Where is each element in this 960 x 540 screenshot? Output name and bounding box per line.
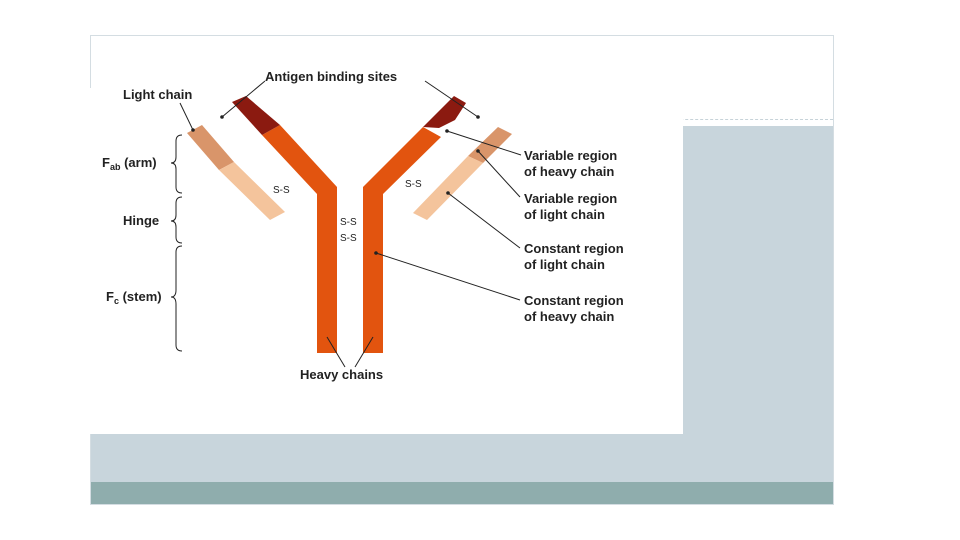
- dot-variable-heavy: [445, 129, 449, 133]
- label-light-chain: Light chain: [123, 87, 192, 102]
- heavy-variable-left: [232, 96, 280, 135]
- leader-constant-light: [447, 192, 521, 249]
- region-braces: [170, 134, 183, 352]
- label-variable-heavy-2: of heavy chain: [524, 164, 614, 179]
- dot-light-chain: [191, 128, 195, 132]
- disulfide-hinge-1: S-S: [340, 217, 357, 228]
- label-constant-heavy-2: of heavy chain: [524, 309, 614, 324]
- label-antigen-binding-sites: Antigen binding sites: [265, 69, 397, 84]
- dot-antigen-left: [220, 115, 224, 119]
- leader-heavy-left: [326, 336, 346, 368]
- label-fab: Fab (arm): [102, 155, 157, 172]
- leader-variable-light: [477, 150, 521, 198]
- leader-constant-heavy: [375, 252, 521, 301]
- footer-band: [91, 482, 833, 504]
- dot-antigen-right: [476, 115, 480, 119]
- leader-antigen-left: [221, 80, 266, 118]
- antibody-diagram: S-S S-S S-S S-S: [102, 69, 624, 382]
- heavy-chain-right-stem: [363, 201, 383, 353]
- leader-variable-heavy: [446, 130, 522, 156]
- light-constant-left: [219, 162, 285, 220]
- leader-antigen-right: [424, 80, 479, 118]
- brace-fc: [170, 245, 183, 352]
- light-constant-right: [413, 156, 483, 220]
- disulfide-left: S-S: [273, 185, 290, 196]
- brace-hinge: [170, 196, 183, 244]
- figure-panel: S-S S-S S-S S-S: [78, 69, 683, 434]
- label-constant-light-2: of light chain: [524, 257, 605, 272]
- heavy-chain-left-arm: [262, 125, 337, 205]
- label-variable-light-1: Variable region: [524, 191, 617, 206]
- leader-lines: [179, 80, 522, 368]
- label-hinge: Hinge: [123, 213, 159, 228]
- label-variable-light-2: of light chain: [524, 207, 605, 222]
- dot-constant-heavy: [374, 251, 378, 255]
- label-constant-heavy-1: Constant region: [524, 293, 624, 308]
- leader-light-chain: [179, 102, 194, 131]
- leader-heavy-right: [354, 336, 374, 368]
- heavy-chain-right-arm: [363, 127, 441, 205]
- heavy-variable-right: [423, 96, 466, 128]
- label-heavy-chains: Heavy chains: [300, 367, 383, 382]
- light-variable-left: [187, 125, 234, 170]
- leader-dots: [191, 115, 480, 255]
- brace-fab: [170, 134, 183, 194]
- dot-constant-light: [446, 191, 450, 195]
- dot-variable-light: [476, 149, 480, 153]
- disulfide-hinge-2: S-S: [340, 233, 357, 244]
- disulfide-right: S-S: [405, 179, 422, 190]
- heavy-chain-left-stem: [317, 201, 337, 353]
- label-constant-light-1: Constant region: [524, 241, 624, 256]
- label-fc: Fc (stem): [106, 289, 162, 306]
- label-variable-heavy-1: Variable region: [524, 148, 617, 163]
